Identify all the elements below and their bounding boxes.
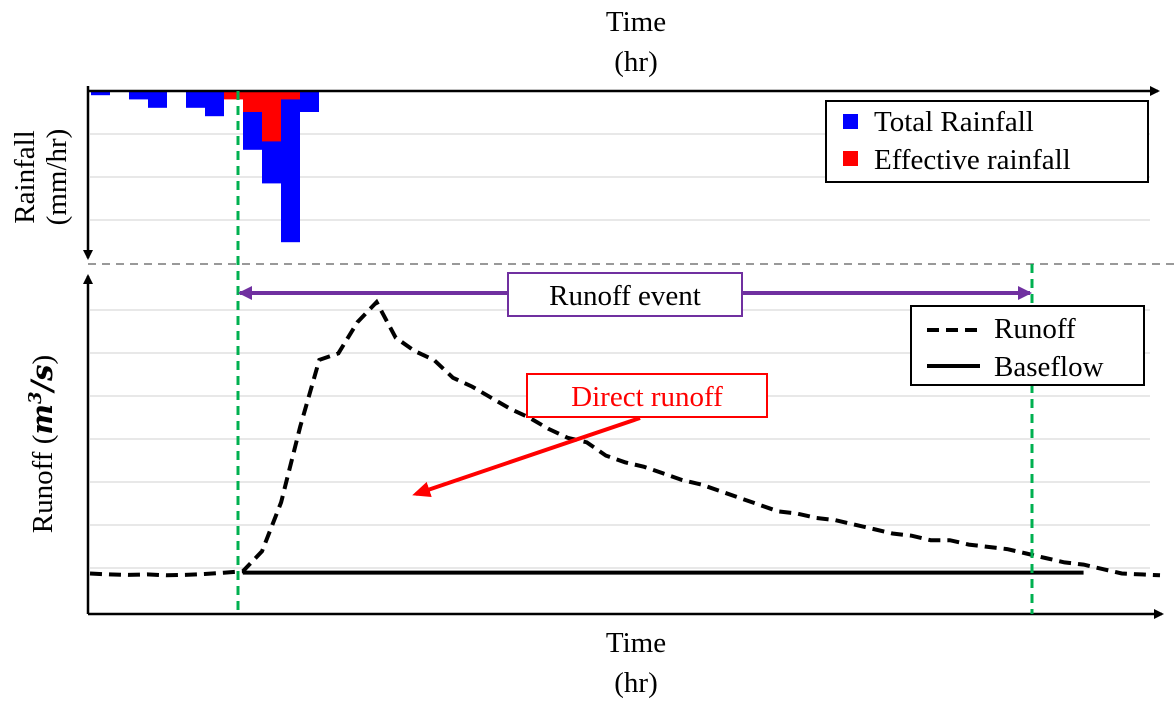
rainfall-y-title-group: Rainfall (mm/hr)	[9, 129, 73, 226]
runoff-y-title-group: Runoff (m3/s)	[25, 355, 59, 533]
rainfall-legend: Total Rainfall Effective rainfall	[825, 100, 1149, 183]
direct-runoff-arrow	[412, 416, 641, 498]
runoff-y-unit-exp: 3	[25, 391, 46, 404]
total-rainfall-bar	[148, 91, 167, 108]
legend-label-baseflow: Baseflow	[994, 351, 1104, 383]
effective-rainfall-bar	[243, 91, 262, 112]
total-rainfall-bar	[300, 91, 319, 112]
rainfall-x-unit: (hr)	[614, 46, 657, 78]
legend-label-effective-rainfall: Effective rainfall	[874, 144, 1071, 176]
runoff-event-label-box	[507, 272, 743, 317]
runoff-y-unit-rest: /s	[25, 364, 59, 394]
effective-rainfall-bar	[262, 91, 281, 142]
rainfall-bars	[91, 91, 319, 243]
effective-rainfall-bar	[281, 91, 300, 100]
runoff-x-title: Time	[606, 627, 666, 659]
rainfall-legend-box	[825, 100, 1149, 183]
direct-runoff-label: Direct runoff	[571, 381, 723, 413]
runoff-legend: Runoff Baseflow	[910, 305, 1145, 386]
total-rainfall-bar	[91, 91, 110, 96]
runoff-y-title-paren-open: (	[27, 435, 59, 452]
legend-swatch-total-rainfall	[843, 114, 858, 129]
rainfall-x-title: Time	[606, 6, 666, 38]
runoff-y-title-word: Runoff	[27, 451, 59, 533]
legend-swatch-effective-rainfall	[843, 151, 858, 166]
effective-rainfall-bar	[224, 91, 243, 100]
runoff-y-title-paren-close: )	[27, 355, 59, 365]
direct-runoff-label-box	[526, 373, 768, 418]
legend-label-total-rainfall: Total Rainfall	[874, 106, 1034, 138]
total-rainfall-bar	[186, 91, 205, 108]
legend-label-runoff: Runoff	[994, 313, 1076, 345]
runoff-y-title: Runoff (m3/s)	[25, 355, 59, 533]
rainfall-y-title: Rainfall	[9, 130, 41, 223]
total-rainfall-bar	[129, 91, 148, 100]
runoff-line	[89, 298, 1161, 578]
runoff-legend-box	[910, 305, 1145, 386]
runoff-y-unit-base: m	[25, 404, 59, 435]
runoff-event-label: Runoff event	[549, 280, 701, 312]
rainfall-y-unit: (mm/hr)	[41, 129, 73, 226]
runoff-x-unit: (hr)	[614, 667, 657, 699]
total-rainfall-bar	[205, 91, 224, 117]
total-rainfall-bar	[281, 91, 300, 243]
